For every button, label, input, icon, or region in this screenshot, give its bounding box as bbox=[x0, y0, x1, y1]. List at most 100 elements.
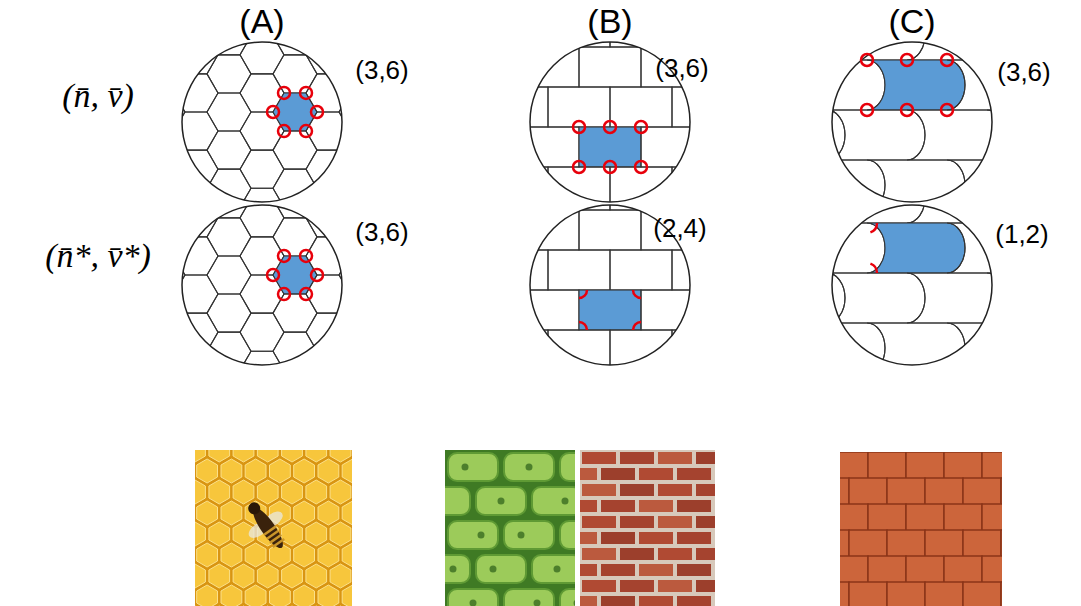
brick-cell bbox=[641, 290, 703, 330]
vertex-marker bbox=[604, 121, 616, 133]
scale-cell bbox=[627, 123, 725, 173]
brick-cell bbox=[300, 330, 362, 370]
hexagon-cell bbox=[9, 332, 53, 370]
honey-cell bbox=[294, 501, 315, 525]
angle-marker bbox=[579, 322, 587, 330]
brick-cell bbox=[486, 330, 548, 370]
hexagon-cell bbox=[174, 84, 218, 122]
scale-cell bbox=[1027, 0, 1081, 10]
hexagon-cell bbox=[306, 123, 350, 161]
brick-cell bbox=[362, 247, 424, 287]
bee-head bbox=[246, 500, 263, 517]
brick-cell bbox=[703, 127, 765, 167]
honey-cell bbox=[233, 450, 254, 462]
cell-nucleus bbox=[562, 498, 569, 505]
brick-cell bbox=[362, 87, 424, 127]
brick bbox=[620, 452, 654, 464]
brick-cell bbox=[300, 87, 362, 127]
brick-cell bbox=[269, 210, 331, 250]
hexagon-cell bbox=[405, 294, 449, 332]
hexagon-cell bbox=[141, 65, 185, 103]
scale-cell bbox=[867, 123, 965, 173]
brick-cell bbox=[269, 47, 331, 87]
brick-wall-photo bbox=[580, 450, 715, 606]
hexagon-cell bbox=[306, 46, 350, 84]
honey-cell bbox=[245, 543, 266, 567]
roof-tile bbox=[925, 582, 963, 606]
brick bbox=[639, 564, 673, 576]
hexagon-cell bbox=[405, 180, 449, 218]
hexagon-cell bbox=[108, 36, 152, 74]
scale-cell bbox=[707, 423, 805, 473]
scale-cell bbox=[987, 273, 1081, 323]
brick bbox=[601, 596, 635, 606]
hexagon-cell bbox=[240, 351, 284, 389]
hexagon-cell bbox=[0, 150, 20, 188]
hexagon-cell bbox=[75, 485, 119, 523]
brick-cell bbox=[579, 130, 641, 170]
brick bbox=[620, 484, 654, 496]
brick bbox=[582, 516, 616, 528]
vertex-marker bbox=[278, 87, 290, 99]
scale-cell bbox=[467, 323, 565, 373]
cell-nucleus bbox=[490, 566, 497, 573]
hexagon-cell bbox=[405, 245, 449, 283]
brick-cell bbox=[703, 210, 765, 250]
cell-nucleus bbox=[554, 566, 561, 573]
scale-cell bbox=[1067, 173, 1081, 223]
honey-cell bbox=[270, 459, 291, 483]
brick-cell bbox=[548, 410, 610, 450]
cell-nucleus bbox=[534, 600, 541, 606]
hexagon-cell bbox=[207, 408, 251, 446]
roof-tile-photo bbox=[840, 452, 1002, 606]
brick-cell bbox=[486, 250, 548, 290]
hexagon-cell bbox=[240, 46, 284, 84]
hexagon-cell bbox=[240, 84, 284, 122]
scale-cell bbox=[467, 123, 565, 173]
hexagon-cell bbox=[0, 303, 20, 341]
angle-marker bbox=[579, 290, 587, 298]
brick bbox=[580, 596, 597, 606]
brick-cell bbox=[765, 130, 827, 170]
hexagon-cell bbox=[471, 0, 515, 17]
brick-cell bbox=[362, 490, 424, 530]
hexagon-cell bbox=[372, 123, 416, 161]
honey-cell bbox=[282, 522, 303, 546]
brick bbox=[580, 468, 597, 480]
hexagon-cell bbox=[141, 131, 185, 169]
brick-cell bbox=[300, 250, 362, 290]
lens-ground bbox=[832, 205, 992, 365]
hexagon-cell bbox=[42, 389, 86, 427]
row-heading: (n̄, v̄) bbox=[62, 77, 134, 114]
brick-cell bbox=[455, 290, 517, 330]
brick bbox=[639, 468, 673, 480]
hexagon-cell bbox=[273, 142, 317, 180]
honey-cell bbox=[209, 522, 230, 546]
hexagon-cell bbox=[75, 17, 119, 55]
hexagon-cell bbox=[438, 237, 482, 275]
brick-cell bbox=[672, 330, 734, 370]
brick-cell bbox=[734, 490, 796, 530]
brick-cell bbox=[734, 90, 796, 130]
hexagon-cell bbox=[405, 142, 449, 180]
honey-cell bbox=[221, 585, 242, 606]
hexagon-cell bbox=[438, 188, 482, 226]
plant-cell bbox=[448, 589, 498, 606]
hexagon-cell bbox=[471, 322, 515, 360]
hexagon-cell bbox=[141, 332, 185, 370]
brick bbox=[620, 516, 654, 528]
honey-cell bbox=[221, 543, 242, 567]
hexagon-cell bbox=[306, 84, 350, 122]
hexagon-cell bbox=[0, 46, 20, 84]
hexagon-cell bbox=[372, 341, 416, 379]
brick-cell bbox=[455, 130, 517, 170]
brick-cell bbox=[300, 247, 362, 287]
vertex-marker bbox=[941, 104, 953, 116]
plant-cell bbox=[532, 487, 575, 515]
vertex-marker bbox=[278, 250, 290, 262]
scale-cell bbox=[507, 110, 605, 160]
scale-cell bbox=[1067, 210, 1081, 260]
plant-cell-photo bbox=[445, 450, 575, 606]
honey-cell bbox=[209, 480, 230, 504]
brick-cell bbox=[362, 250, 424, 290]
